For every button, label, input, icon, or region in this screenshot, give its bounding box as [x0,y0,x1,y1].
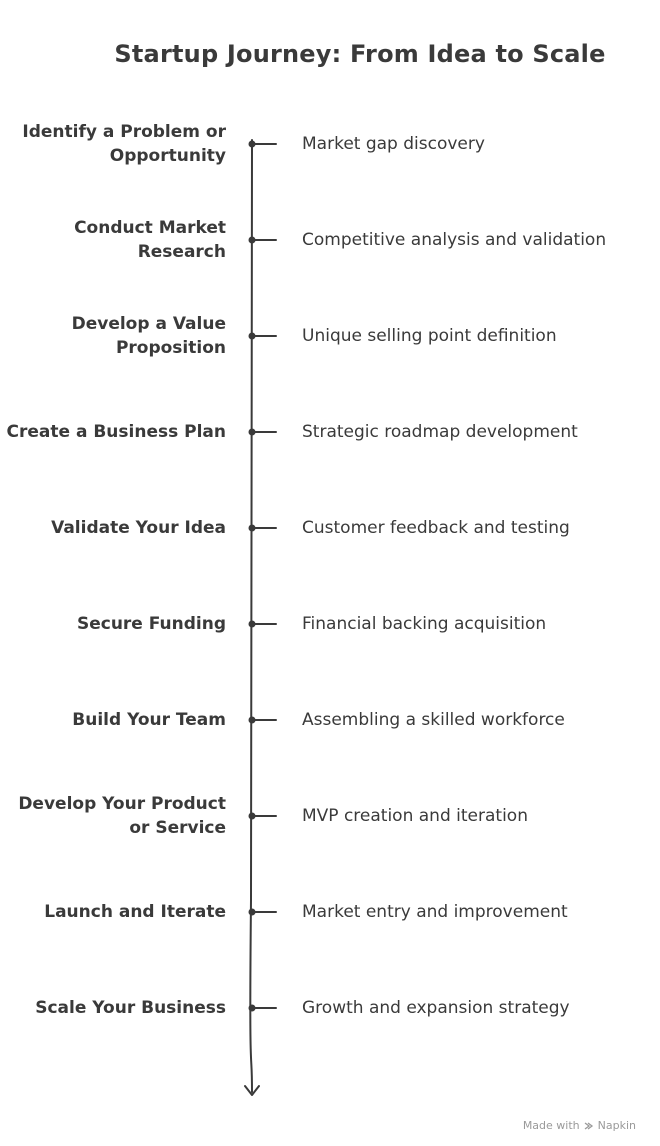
footer-attribution: Made with Napkin [523,1119,636,1132]
timeline-arrowhead [244,1085,260,1096]
step-label: Identify a Problem or Opportunity [22,122,226,166]
timeline-marker [248,236,277,244]
step-label: Launch and Iterate [44,902,226,922]
timeline-step: Launch and Iterate Market entry and impro… [0,882,660,942]
timeline-step: Validate Your Idea Customer feedback and … [0,498,660,558]
step-description: Financial backing acquisition [302,614,547,634]
timeline-marker [248,908,277,916]
step-description: Assembling a skilled workforce [302,710,565,730]
step-label: Conduct Market Research [74,218,226,262]
timeline-step: Scale Your Business Growth and expansion … [0,978,660,1038]
step-label: Develop Your Product or Service [18,794,226,838]
step-label: Secure Funding [76,614,226,634]
step-description: Market entry and improvement [302,902,568,922]
timeline-line [249,139,253,1093]
timeline-marker [248,812,277,820]
timeline-step: Create a Business Plan Strategic roadmap … [0,402,660,462]
timeline-marker [248,428,277,436]
step-label: Validate Your Idea [51,518,226,538]
timeline-step: Develop Your Product or Service MVP creat… [0,786,660,846]
diagram-title: Startup Journey: From Idea to Scale [114,40,606,68]
step-label: Scale Your Business [35,998,226,1018]
step-description: Strategic roadmap development [302,422,578,442]
timeline-marker [248,524,277,532]
step-description: MVP creation and iteration [302,806,528,826]
step-description: Growth and expansion strategy [302,998,570,1018]
napkin-logo-icon [584,1121,593,1130]
timeline-step: Identify a Problem or Opportunity Market … [0,114,660,174]
step-description: Market gap discovery [302,134,485,154]
step-label: Develop a Value Proposition [71,314,226,358]
step-label: Build Your Team [72,710,226,730]
timeline-marker [248,716,277,724]
step-description: Competitive analysis and validation [302,230,607,250]
footer-prefix: Made with [522,1119,580,1132]
step-description: Customer feedback and testing [302,518,570,538]
step-description: Unique selling point definition [302,326,557,346]
timeline-step: Develop a Value Proposition Unique sellin… [0,306,660,366]
timeline-step: Conduct Market Research Competitive analy… [0,210,660,270]
timeline-marker [248,140,277,148]
step-label: Create a Business Plan [6,422,226,442]
timeline-step: Secure Funding Financial backing acquisit… [0,594,660,654]
timeline-marker [248,332,277,340]
timeline-marker [248,620,277,628]
timeline-step: Build Your Team Assembling a skilled work… [0,690,660,750]
footer-brand: Napkin [597,1119,636,1132]
timeline-marker [248,1004,277,1012]
